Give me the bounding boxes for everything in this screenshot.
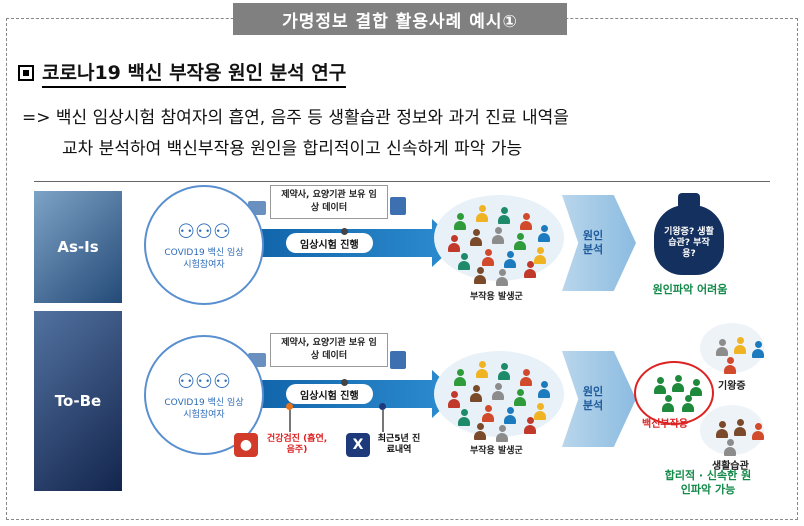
lifestyle-group (700, 405, 764, 455)
source1-line (289, 410, 291, 432)
source2-line (382, 410, 384, 432)
person-icon (454, 213, 466, 231)
top-divider (34, 181, 770, 182)
tobe-crowd-caption: 부작용 발생군 (470, 446, 523, 456)
description: => 백신 임상시험 참여자의 흡연, 음주 등 생활습관 정보와 과거 진료 … (22, 103, 792, 165)
building-icon (390, 351, 406, 369)
person-icon (496, 425, 508, 443)
person-icon (672, 375, 684, 393)
person-icon (752, 423, 764, 441)
tobe-junction-dot (341, 379, 348, 386)
person-icon (682, 395, 694, 413)
health-check-icon: ● (234, 433, 258, 457)
person-icon (476, 205, 488, 223)
person-icon (734, 419, 746, 437)
description-line-1: => 백신 임상시험 참여자의 흡연, 음주 등 생활습관 정보와 과거 진료 … (22, 108, 569, 128)
person-icon (482, 405, 494, 423)
tobe-data-label: 제약사, 요양기관 보유 임상 데이터 (270, 333, 388, 367)
person-icon (752, 341, 764, 359)
people-group-icon: ⚇⚇⚇ (177, 219, 231, 243)
person-icon (470, 385, 482, 403)
person-icon (474, 267, 486, 285)
person-icon (496, 269, 508, 287)
page-header: 가명정보 결합 활용사례 예시① (233, 3, 567, 35)
asis-data-label: 제약사, 요양기관 보유 임상 데이터 (270, 185, 388, 219)
person-icon (724, 357, 736, 375)
tobe-side-panel: To-Be (34, 311, 122, 491)
asis-analysis-label: 원인 분석 (582, 229, 604, 256)
dna-icon: X (346, 433, 370, 457)
person-icon (498, 363, 510, 381)
person-icon (538, 225, 550, 243)
person-icon (504, 407, 516, 425)
source1-box: ● 건강검진 (흡연, 음주) (234, 433, 332, 457)
asis-junction-dot (341, 228, 348, 235)
question-bag-icon: 기왕증? 생활습관? 부작용? (654, 205, 724, 275)
person-icon (492, 227, 504, 245)
person-icon (524, 417, 536, 435)
person-icon (458, 253, 470, 271)
source1-dot (286, 403, 293, 410)
person-icon (654, 377, 666, 395)
person-icon (734, 337, 746, 355)
tobe-analysis-label: 원인 분석 (582, 385, 604, 412)
person-icon (716, 421, 728, 439)
square-bullet-icon (18, 65, 34, 81)
person-icon (470, 229, 482, 247)
group3-label: 생활습관 (712, 461, 749, 472)
building-icon (390, 197, 406, 215)
person-icon (716, 339, 728, 357)
source2-box: X 최근5년 진료내역 (346, 433, 424, 457)
person-icon (662, 395, 674, 413)
description-line-2: 교차 분석하여 백신부작용 원인을 합리적이고 신속하게 파악 가능 (62, 139, 523, 159)
tobe-result: 합리적 · 신속한 원인파악 가능 (664, 469, 752, 496)
section-title: 코로나19 백신 부작용 원인 분석 연구 (18, 58, 347, 88)
person-icon (448, 235, 460, 253)
asis-result: 원인파악 어려움 (652, 283, 728, 296)
group2-label: 기왕증 (718, 381, 746, 392)
preexisting-group (700, 323, 764, 373)
asis-participants-circle: ⚇⚇⚇ COVID19 백신 임상시험참여자 (144, 185, 264, 305)
person-icon (534, 247, 546, 265)
person-icon (454, 369, 466, 387)
person-icon (524, 261, 536, 279)
person-icon (538, 381, 550, 399)
source2-dot (379, 403, 386, 410)
people-group-icon: ⚇⚇⚇ (177, 369, 231, 393)
group1-label: 백신부작용 (642, 419, 688, 430)
tobe-trial-label: 임상시험 진행 (286, 384, 373, 404)
person-icon (534, 403, 546, 421)
comparison-diagram: As-Is 임상시험 진행 제약사, 요양기관 보유 임상 데이터 ⚇⚇⚇ CO… (34, 181, 770, 511)
person-icon (448, 391, 460, 409)
person-icon (690, 379, 702, 397)
person-icon (482, 249, 494, 267)
person-icon (492, 383, 504, 401)
asis-crowd-caption: 부작용 발생군 (470, 292, 523, 302)
person-icon (498, 207, 510, 225)
person-icon (514, 389, 526, 407)
person-icon (724, 439, 736, 457)
person-icon (520, 369, 532, 387)
asis-side-panel: As-Is (34, 191, 122, 303)
person-icon (504, 251, 516, 269)
person-icon (514, 233, 526, 251)
person-icon (474, 423, 486, 441)
person-icon (520, 213, 532, 231)
person-icon (476, 361, 488, 379)
asis-trial-label: 임상시험 진행 (286, 233, 373, 253)
person-icon (458, 409, 470, 427)
